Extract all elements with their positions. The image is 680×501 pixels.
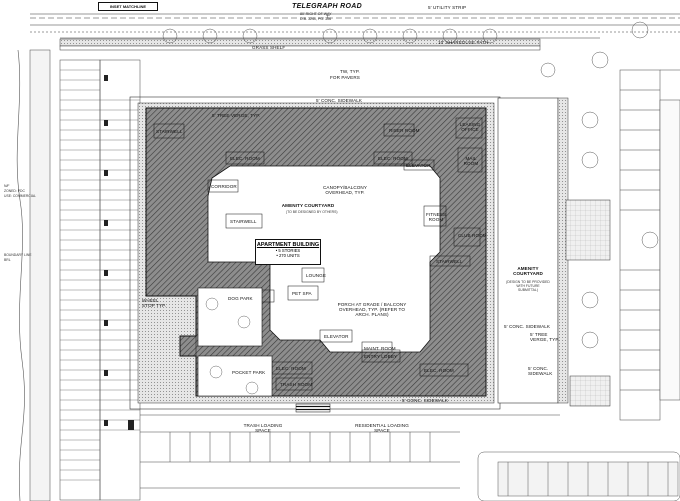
right-trees (540, 21, 659, 349)
apartment-units: • 270 UNITS (276, 253, 300, 258)
lounge-label: LOUNGE (306, 273, 327, 278)
bottom-right-lot (477, 451, 680, 501)
maint-room-label: MAINT. ROOM (364, 346, 396, 351)
shareduse-path-label: 10' SHAREDUSE PATH (438, 40, 489, 45)
canopy-label: CANOPY/BALCONY OVERHEAD, TYP. (322, 185, 368, 195)
stairwell-w-label: STAIRWELL (230, 219, 257, 224)
fitness-room-label: FITNESS ROOM (426, 212, 447, 222)
left-parking (29, 49, 141, 501)
loading-stripes (295, 403, 331, 413)
road-row-width: 80' RIGHT OF WAY (300, 12, 332, 16)
conc-sidewalk-right-1-label: 5' CONC. SIDEWALK (504, 324, 551, 329)
bottom-parking (140, 414, 560, 489)
wheel-stop-label: WHEEL STOP TYP. (142, 298, 167, 308)
elec-room-4-label: ELEC. ROOM (424, 368, 454, 373)
road-deed-ref: D.B. 3240, PG. 306 (300, 17, 332, 21)
left-note-5: BRL (4, 258, 11, 262)
trash-loading-label: TRASH LOADING SPACE (243, 423, 283, 433)
utility-strip-label: 5' UTILITY STRIP (428, 5, 467, 10)
trash-room-label: TRASH ROOM (280, 382, 313, 387)
dog-park-area (197, 287, 263, 347)
left-note-3: USE: COMMERCIAL (4, 194, 36, 198)
amenity-courtyard-1-label: AMENITY COURTYARD (281, 203, 335, 208)
elevator-2-label: ELEVATOR (324, 334, 349, 339)
telegraph-road (30, 13, 680, 39)
tree-verge-right-label: 5' TREE VERGE, TYP. (530, 332, 560, 342)
dog-park-label: DOG PARK (228, 296, 253, 301)
street-trees-top (162, 28, 498, 44)
pocket-park-label: POCKET PARK (232, 370, 266, 375)
riser-room-label: RISER ROOM (389, 128, 420, 133)
amenity-courtyard-2-label: AMENITY COURTYARD (513, 266, 543, 276)
right-paver-plaza-2 (569, 375, 611, 407)
conc-sidewalk-top-label: 5' CONC. SIDEWALK (316, 98, 363, 103)
mail-room-label: MAIL ROOM (463, 156, 479, 166)
elevator-1-label: ELEVATOR (406, 163, 431, 168)
conc-sidewalk-bottom-label: 5' CONC. SIDEWALK (402, 398, 449, 403)
left-note-4: BOUNDARY LINE (4, 253, 32, 257)
right-amenity-strip (497, 97, 559, 404)
apartment-building-title: APARTMENT BUILDING (256, 242, 320, 248)
amenity-note-1: (TO BE DESIGNED BY OTHERS) (286, 210, 338, 214)
pocket-park-area (197, 355, 273, 397)
residential-loading-label: RESIDENTIAL LOADING SPACE (355, 423, 409, 433)
grass-shelf-label: GRASS SHELF (252, 45, 286, 50)
entry-lobby-label: ENTRY LOBBY (364, 354, 398, 359)
apartment-stories: • 5 STORIES (275, 248, 301, 253)
right-paver-plaza (565, 199, 611, 261)
park-trees (205, 297, 259, 395)
leasing-office-label: LEASING OFFICE (459, 122, 481, 132)
stairwell-e-label: STAIRWELL (436, 259, 463, 264)
amenity-note-2: (DESIGN TO BE PROVIDED WITH FUTURE SUBMI… (506, 280, 550, 292)
apartment-building-callout: APARTMENT BUILDING • 5 STORIES • 270 UNI… (255, 239, 321, 265)
tw-typ-label: TW, TYP. (340, 69, 360, 74)
for-pavers-label: FOR PAVERS (330, 75, 360, 80)
club-room-label: CLUB ROOM (458, 233, 487, 238)
conc-sidewalk-right-2-label: 5' CONC. SIDEWALK (528, 366, 553, 376)
left-note-1: N/F (4, 184, 10, 188)
corridor-label: CORRIDOR (211, 184, 237, 189)
porch-label: PORCH AT GRADE / BALCONY OVERHEAD, TYP. … (337, 302, 407, 317)
right-parking (619, 69, 680, 421)
road-name: TELEGRAPH ROAD (292, 3, 362, 10)
tree-verge-top-label: 5' TREE VERGE, TYP. (212, 113, 261, 118)
elec-room-1-label: ELEC. ROOM (230, 156, 260, 161)
pet-spa-label: PET SPA (292, 291, 312, 296)
left-boundary-line (16, 49, 25, 501)
ref-7-label: 7' (326, 14, 330, 19)
left-note-2: ZONED: PDC (4, 189, 25, 193)
elec-room-2-label: ELEC. ROOM (378, 156, 408, 161)
top-curb (59, 45, 541, 51)
stairwell-nw-label: STAIRWELL (156, 129, 183, 134)
elec-room-3-label: ELEC. ROOM (276, 366, 306, 371)
inset-matchline-label: INSET MATCHLINE (98, 2, 158, 11)
